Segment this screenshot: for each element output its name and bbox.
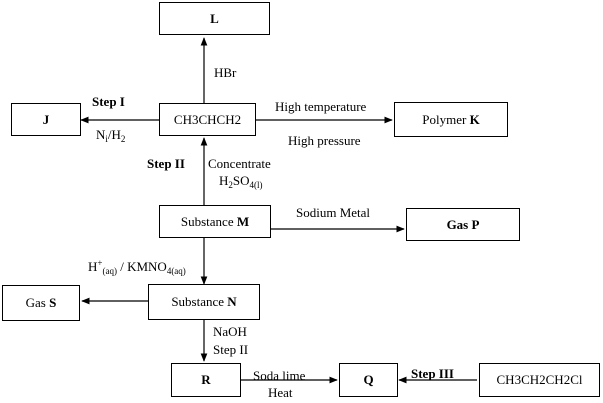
label-h-kmno4: H+(aq) / KMNO4(aq)	[88, 256, 186, 279]
node-q-label: Q	[363, 372, 374, 387]
label-step-ii-lower: Step II	[213, 342, 249, 357]
node-k: Polymer K	[394, 102, 508, 137]
h2so4-sub-4l: 4(l)	[249, 180, 263, 190]
label-high-temperature: High temperature	[275, 99, 367, 114]
label-step-iii: Step III	[411, 366, 454, 381]
h-kmno4-h: H	[88, 259, 98, 274]
node-m-prefix: Substance	[180, 213, 234, 229]
node-r-label: R	[201, 372, 211, 387]
node-l-label: L	[210, 10, 219, 26]
node-k-prefix: Polymer	[422, 111, 467, 127]
label-step-ii-upper: Step II	[147, 156, 185, 171]
h2so4-h: H	[219, 173, 229, 188]
node-s-label: S	[49, 295, 57, 310]
node-chloropropane: CH3CH2CH2Cl	[479, 363, 600, 397]
ni-h2-n: N	[96, 127, 106, 142]
label-hbr: HBr	[214, 65, 237, 80]
node-s: Gas S	[2, 285, 80, 321]
node-chloropropane-formula: CH3CH2CH2Cl	[496, 372, 583, 387]
label-h2so4: H2SO4(l)	[219, 173, 263, 193]
node-p-label: Gas P	[446, 216, 480, 232]
ni-h2-h: /H	[107, 127, 121, 142]
node-propene: CH3CHCH2	[159, 103, 256, 136]
h2so4-sub-2: 2	[228, 180, 233, 190]
node-k-label: K	[469, 111, 480, 127]
node-p: Gas P	[406, 208, 520, 241]
label-soda-lime: Soda lime	[253, 368, 306, 383]
h-kmno4-sub-aq1: (aq)	[102, 266, 117, 276]
h2so4-so: SO	[232, 173, 250, 188]
label-ni-h2: Ni/H2	[96, 127, 125, 147]
node-m-label: M	[236, 213, 250, 229]
node-n-prefix: Substance	[171, 294, 225, 309]
node-n: Substance N	[148, 284, 260, 320]
label-heat: Heat	[268, 385, 293, 400]
h-kmno4-sup-plus: +	[97, 258, 103, 268]
label-sodium-metal: Sodium Metal	[296, 205, 371, 220]
node-m: Substance M	[159, 205, 271, 238]
node-s-prefix: Gas	[25, 295, 46, 310]
ni-h2-sub-2: 2	[120, 134, 126, 144]
node-r: R	[171, 363, 241, 397]
node-q: Q	[339, 363, 398, 397]
node-propene-formula: CH3CHCH2	[173, 111, 242, 127]
label-concentrate: Concentrate	[208, 156, 271, 171]
label-step-i: Step I	[92, 94, 125, 109]
node-j-label: J	[42, 111, 50, 127]
node-l: L	[159, 2, 270, 35]
ni-h2-sub-i: i	[105, 134, 108, 144]
node-j: J	[11, 103, 81, 136]
node-n-label: N	[227, 294, 237, 309]
label-high-pressure: High pressure	[288, 133, 361, 148]
h-kmno4-sub-aq2: 4(aq)	[166, 266, 186, 276]
label-naoh: NaOH	[213, 324, 247, 339]
h-kmno4-kmno: / KMNO	[116, 259, 167, 274]
